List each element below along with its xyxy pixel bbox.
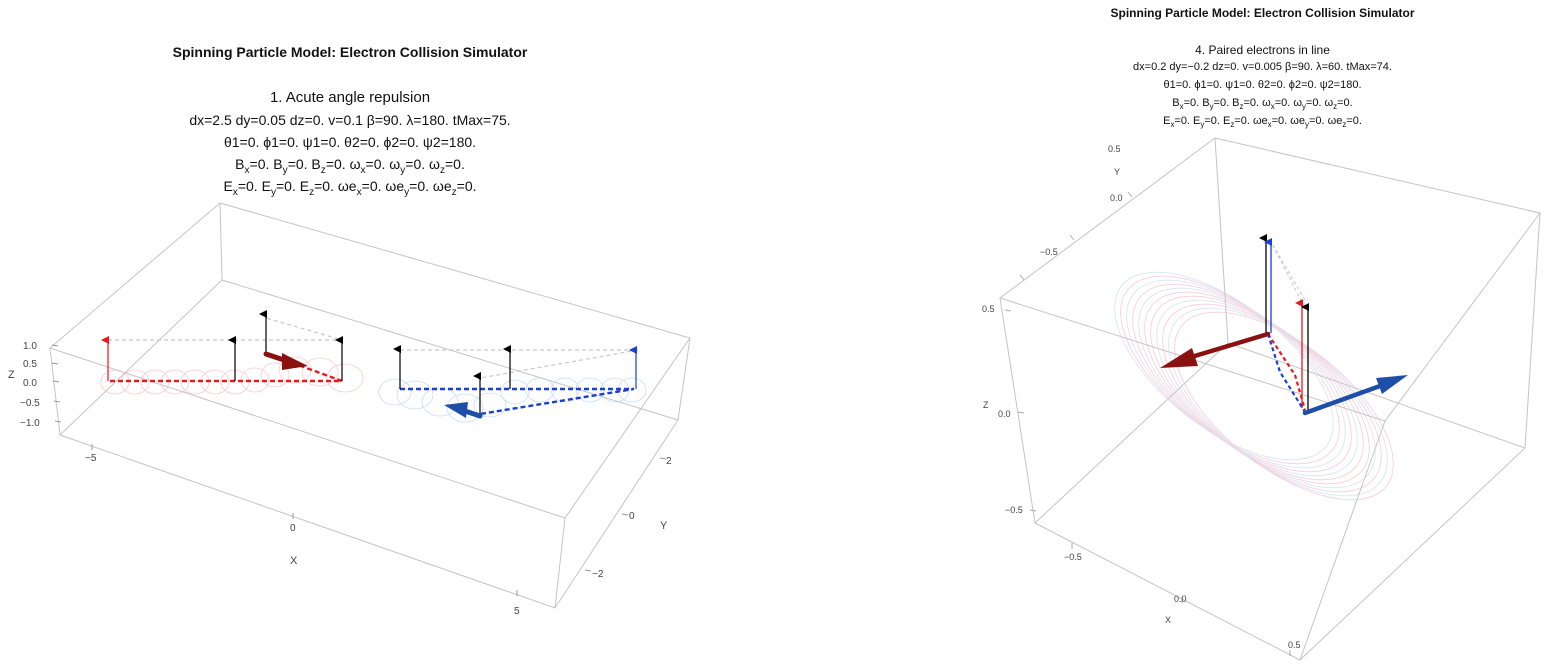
z-tick: 0.0 <box>23 378 37 389</box>
z-tick: −0.5 <box>1005 505 1023 515</box>
y-tick: 0.0 <box>1110 193 1123 203</box>
params-line-4: Ex=0. Ey=0. Ez=0. ωex=0. ωey=0. ωez=0. <box>1163 115 1362 130</box>
z-tick: −0.5 <box>20 398 40 409</box>
y-tick: 2 <box>666 456 672 467</box>
x-tick: 0 <box>290 523 296 534</box>
z-tick: 1.0 <box>23 341 37 352</box>
spin-tip-paths <box>108 317 639 379</box>
x-axis <box>91 444 518 596</box>
z-tick: 0.5 <box>23 359 37 370</box>
scenario-subtitle: 4. Paired electrons in line <box>1195 43 1330 57</box>
params-line-2: θ1=0. ϕ1=0. ψ1=0. θ2=0. ϕ2=0. ψ2=180. <box>223 134 477 150</box>
chart-title: Spinning Particle Model: Electron Collis… <box>1110 6 1415 20</box>
z-axis-label: Z <box>983 400 989 410</box>
chart-title: Spinning Particle Model: Electron Collis… <box>172 44 528 60</box>
params-line-1: dx=0.2 dy=−0.2 dz=0. v=0.005 β=90. λ=60.… <box>1133 61 1392 73</box>
spin-tip-paths <box>1269 239 1306 309</box>
x-tick: −0.5 <box>1064 552 1082 562</box>
z-axis <box>51 344 62 423</box>
scenario-subtitle: 1. Acute angle repulsion <box>269 89 431 106</box>
particle1-trajectory <box>1267 333 1307 411</box>
params-line-1: dx=2.5 dy=0.05 dz=0. v=0.1 β=90. λ=180. … <box>189 112 511 128</box>
y-axis-label: Y <box>1114 167 1120 177</box>
x-tick: −5 <box>85 453 97 464</box>
particle2-velocity-arrow <box>444 402 483 419</box>
params-line-3: Bx=0. By=0. Bz=0. ωx=0. ωy=0. ωz=0. <box>235 156 465 176</box>
particle2-trajectory <box>1266 333 1306 413</box>
x-tick: 0.0 <box>1174 594 1187 604</box>
particle2-velocity-arrow <box>1302 375 1408 416</box>
params-line-4: Ex=0. Ey=0. Ez=0. ωex=0. ωey=0. ωez=0. <box>223 178 477 198</box>
z-tick: 0.5 <box>982 304 995 314</box>
bounding-box <box>48 202 691 609</box>
particle1-trajectory <box>110 352 343 383</box>
particle1-velocity-arrow <box>1160 331 1271 368</box>
x-axis-label: X <box>1165 615 1171 625</box>
x-tick: 0.5 <box>1288 640 1301 650</box>
y-tick: −0.5 <box>1040 247 1058 257</box>
z-tick: −1.0 <box>20 418 40 429</box>
plot-3d-right[interactable]: 0.5 0.0 −0.5 Y 0.5 0.0 −0.5 Z −0.5 0.0 0… <box>960 0 1565 667</box>
plot-panel-acute-angle: 1.0 0.5 0.0 −0.5 −1.0 Z −5 0 5 X 2 0 −2 … <box>0 0 700 667</box>
particle2-trajectory <box>400 387 635 416</box>
particle1-velocity-arrow <box>263 351 308 370</box>
plot-3d-left[interactable]: 1.0 0.5 0.0 −0.5 −1.0 Z −5 0 5 X 2 0 −2 … <box>0 0 700 667</box>
bounding-box <box>998 137 1541 661</box>
z-tick: 0.0 <box>998 409 1011 419</box>
y-tick: −2 <box>592 569 604 580</box>
z-axis-label: Z <box>8 369 15 381</box>
axis-ticks <box>1004 191 1291 656</box>
params-line-2: θ1=0. ϕ1=0. ψ1=0. θ2=0. ϕ2=0. ψ2=180. <box>1163 79 1362 91</box>
x-tick: 5 <box>514 606 520 617</box>
x-axis-label: X <box>290 555 298 567</box>
y-tick: 0 <box>629 511 635 522</box>
plot-panel-paired-electrons: 0.5 0.0 −0.5 Y 0.5 0.0 −0.5 Z −0.5 0.0 0… <box>960 0 1565 667</box>
particle2-trace <box>378 377 647 423</box>
y-tick: 0.5 <box>1108 144 1121 154</box>
params-line-3: Bx=0. By=0. Bz=0. ωx=0. ωy=0. ωz=0. <box>1172 97 1353 112</box>
y-axis-label: Y <box>660 520 668 532</box>
y-axis <box>584 457 667 572</box>
particle-ring-traces <box>1114 271 1394 501</box>
